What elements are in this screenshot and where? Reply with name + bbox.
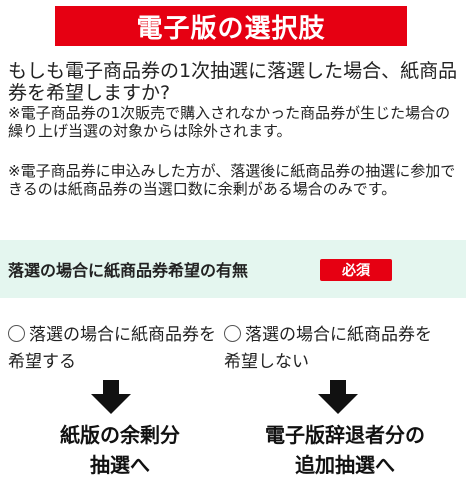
form-field-header: 落選の場合に紙商品券希望の有無 必須	[0, 240, 466, 298]
result-digital-additional-lottery: 電子版辞退者分の 追加抽選へ	[230, 420, 460, 480]
radio-button-icon[interactable]	[224, 325, 241, 342]
result-line: 電子版辞退者分の	[265, 423, 425, 447]
page-title: 電子版の選択肢	[55, 6, 407, 46]
radio-option-label: 落選の場合に紙商品券を希望しない	[224, 325, 432, 372]
result-line: 抽選へ	[90, 453, 150, 477]
note-text-1: ※電子商品券の1次販売で購入されなかった商品券が生じた場合の繰り上げ当選の対象か…	[8, 104, 451, 140]
down-arrow-icon	[91, 380, 131, 414]
question-text: もしも電子商品券の1次抽選に落選した場合、紙商品券を希望しますか?	[8, 60, 458, 104]
field-label: 落選の場合に紙商品券希望の有無	[8, 261, 249, 280]
radio-option-no-paper[interactable]: 落選の場合に紙商品券を希望しない	[224, 322, 434, 376]
result-line: 追加抽選へ	[295, 453, 395, 477]
result-line: 紙版の余剰分	[60, 423, 180, 447]
required-badge: 必須	[320, 259, 392, 281]
down-arrow-icon	[318, 380, 358, 414]
radio-button-icon[interactable]	[8, 325, 25, 342]
radio-option-label: 落選の場合に紙商品券を希望する	[8, 325, 216, 372]
result-paper-surplus-lottery: 紙版の余剰分 抽選へ	[20, 420, 220, 480]
radio-option-want-paper[interactable]: 落選の場合に紙商品券を希望する	[8, 322, 218, 376]
note-text-2: ※電子商品券に申込みした方が、落選後に紙商品券の抽選に参加できるのは紙商品券の当…	[8, 162, 456, 198]
